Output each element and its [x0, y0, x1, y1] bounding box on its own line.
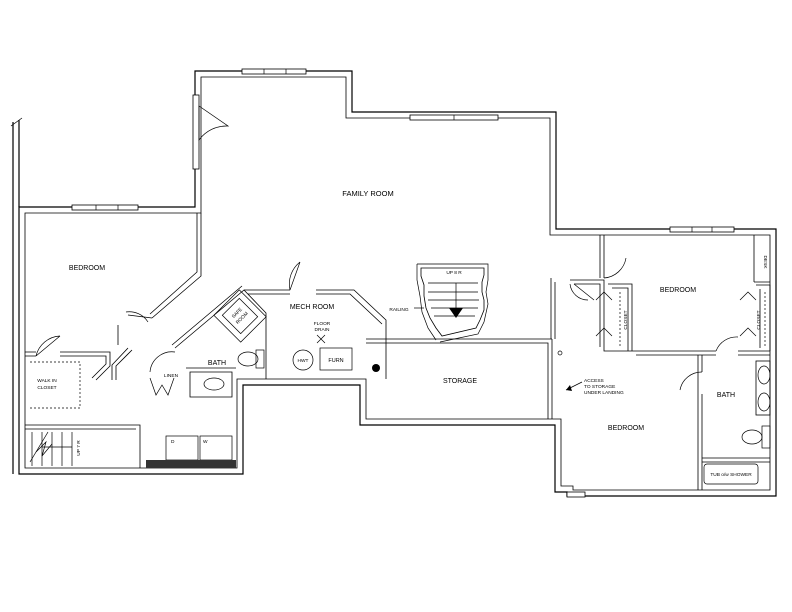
room-labels: FAMILY ROOM BEDROOM WALK IN CLOSET MECH …	[37, 189, 768, 478]
floor-drain-label-1: FLOOR	[314, 321, 331, 327]
bedroom-left-label: BEDROOM	[69, 265, 105, 272]
hwt-label: HWT	[298, 358, 309, 364]
stair-labels: UP 8 R RAILING UP 7 R	[76, 270, 462, 456]
left-stair	[29, 431, 73, 466]
interior-walls	[25, 213, 771, 490]
furn-label: FURN	[328, 358, 343, 364]
tub-label: TUB o/w SHOWER	[710, 472, 752, 478]
exterior-door-swing	[198, 105, 230, 142]
stair-up-label: UP 8 R	[446, 270, 462, 276]
exterior-walls	[10, 70, 777, 497]
walk-in-closet-label-2: CLOSET	[37, 385, 56, 391]
stair-up-left-label: UP 7 R	[76, 440, 82, 456]
annotations: ACCESS TO STORAGE UNDER LANDING SAFE ROO…	[171, 307, 624, 445]
main-stair	[414, 263, 489, 343]
railing-label: RAILING	[389, 307, 408, 313]
walk-in-closet-label-1: WALK IN	[37, 378, 57, 384]
closet-label-1: CLOSET	[623, 310, 629, 329]
storage-label: STORAGE	[443, 378, 477, 385]
access-label-3: UNDER LANDING	[584, 390, 624, 396]
access-label-1: ACCESS	[584, 378, 604, 384]
family-room-label: FAMILY ROOM	[342, 189, 393, 198]
bedroom-right-top-label: BEDROOM	[660, 287, 696, 294]
fixtures	[146, 283, 771, 485]
mech-room-label: MECH ROOM	[290, 304, 335, 311]
washer-label: W	[203, 439, 208, 445]
floor-drain-label-2: DRAIN	[315, 327, 330, 333]
bedroom-right-bottom-label: BEDROOM	[608, 425, 644, 432]
bath-center-label: BATH	[208, 360, 226, 367]
access-label-2: TO STORAGE	[584, 384, 615, 390]
linen-label: LINEN	[164, 373, 179, 379]
desk-label: DESK	[762, 255, 768, 269]
dryer-label: D	[171, 439, 175, 445]
windows	[71, 68, 735, 498]
closet-label-2: CLOSET	[756, 310, 762, 329]
bath-right-label: BATH	[717, 392, 735, 399]
